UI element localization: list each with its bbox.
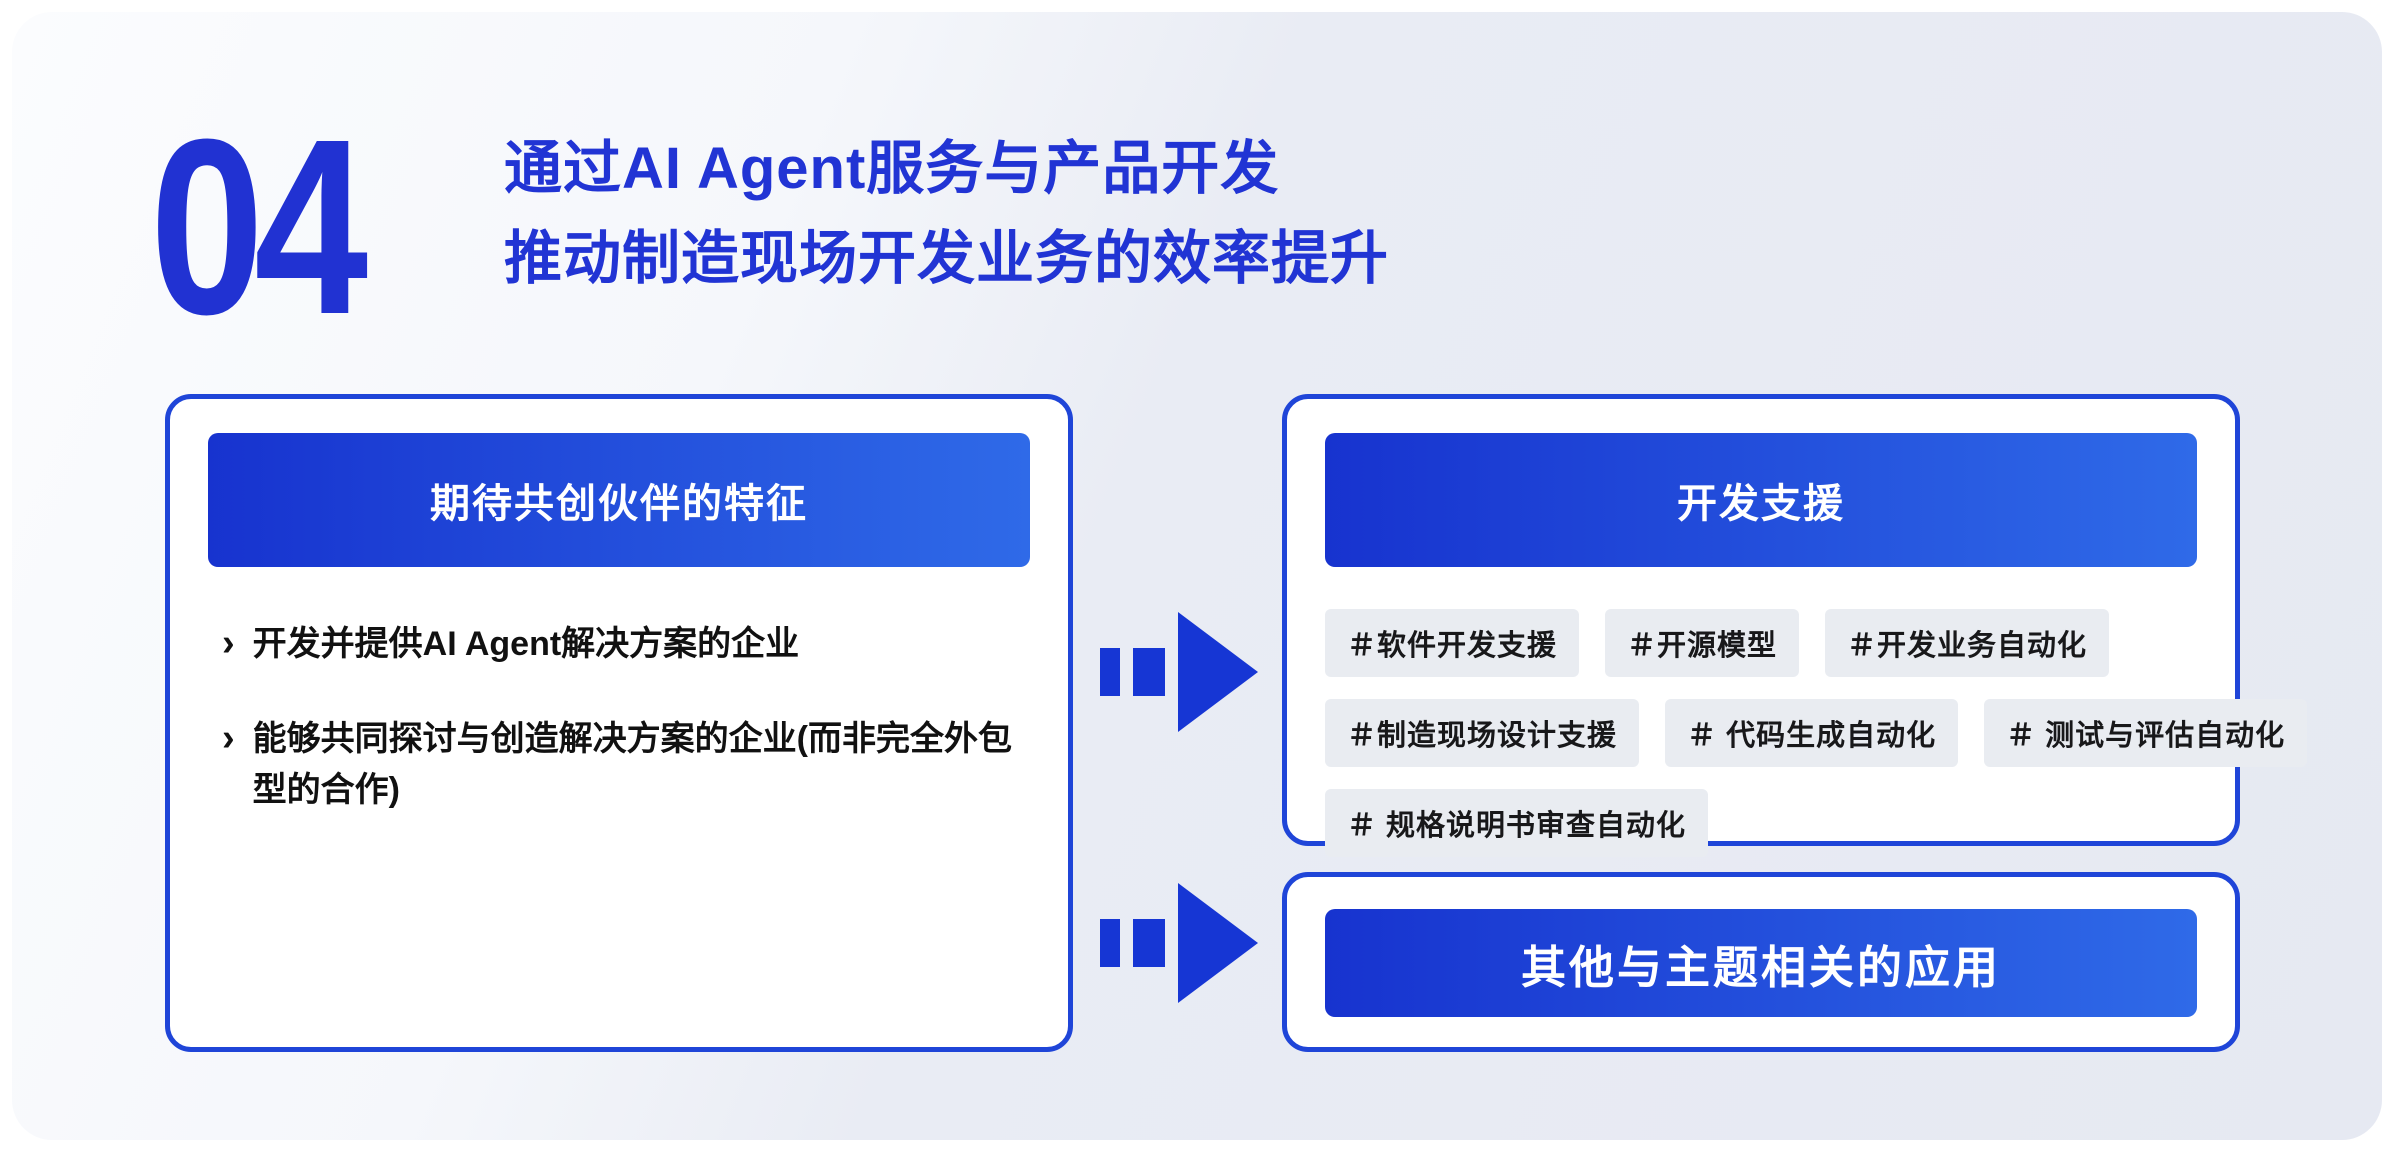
page-title-line2: 推动制造现场开发业务的效率提升 [504, 225, 1390, 291]
partner-characteristics-panel: 期待共创伙伴的特征 › 开发并提供AI Agent解决方案的企业 › 能够共同探… [165, 394, 1073, 1052]
bullet-text: 开发并提供AI Agent解决方案的企业 [252, 625, 800, 663]
tag-chip: ＃ 规格说明书审查自动化 [1325, 789, 1709, 857]
arrow-bar [1133, 918, 1165, 967]
tag-chip: ＃制造现场设计支援 [1325, 699, 1640, 767]
list-item: › 能够共同探讨与创造解决方案的企业(而非完全外包型的合作) [222, 714, 1022, 816]
partner-panel-header: 期待共创伙伴的特征 [208, 433, 1030, 567]
arrow-bar [1133, 647, 1165, 696]
slide-background: 04 通过AI Agent服务与产品开发 推动制造现场开发业务的效率提升 期待共… [12, 12, 2382, 1140]
tag-chip: ＃软件开发支援 [1325, 609, 1580, 677]
tag-chip: ＃ 测试与评估自动化 [1984, 699, 2308, 767]
page-title: 通过AI Agent服务与产品开发 推动制造现场开发业务的效率提升 [504, 124, 1389, 304]
flow-arrow-icon [1100, 609, 1275, 734]
tag-row: ＃ 规格说明书审查自动化 [1325, 789, 2197, 857]
development-support-panel: 开发支援 ＃软件开发支援 ＃开源模型 ＃开发业务自动化 ＃制造现场设计支援 ＃ … [1282, 394, 2308, 857]
flow-arrow-icon [1100, 880, 1275, 1005]
tag-list: ＃软件开发支援 ＃开源模型 ＃开发业务自动化 ＃制造现场设计支援 ＃ 代码生成自… [1325, 609, 2308, 857]
arrow-head [1178, 611, 1258, 732]
tag-row: ＃制造现场设计支援 ＃ 代码生成自动化 ＃ 测试与评估自动化 [1325, 699, 2308, 767]
section-number: 04 [150, 87, 368, 366]
bullet-text: 能够共同探讨与创造解决方案的企业(而非完全外包型的合作) [252, 720, 1012, 809]
page-title-line1: 通过AI Agent服务与产品开发 [504, 136, 1280, 201]
tag-chip: ＃ 代码生成自动化 [1665, 699, 1959, 767]
other-applications-bar: 其他与主题相关的应用 [1325, 909, 2197, 1017]
arrow-head [1178, 882, 1258, 1003]
other-applications-panel: 其他与主题相关的应用 [1282, 872, 2240, 1052]
chevron-right-icon: › [222, 622, 235, 664]
arrow-bar [1100, 918, 1120, 967]
dev-panel-header: 开发支援 [1325, 433, 2197, 567]
tag-row: ＃软件开发支援 ＃开源模型 ＃开发业务自动化 [1325, 609, 2197, 677]
partner-bullet-list: › 开发并提供AI Agent解决方案的企业 › 能够共同探讨与创造解决方案的企… [222, 619, 1022, 816]
chevron-right-icon: › [222, 717, 235, 759]
tag-chip: ＃开发业务自动化 [1825, 609, 2110, 677]
tag-chip: ＃开源模型 [1605, 609, 1800, 677]
list-item: › 开发并提供AI Agent解决方案的企业 [222, 619, 1022, 670]
arrow-bar [1100, 647, 1120, 696]
